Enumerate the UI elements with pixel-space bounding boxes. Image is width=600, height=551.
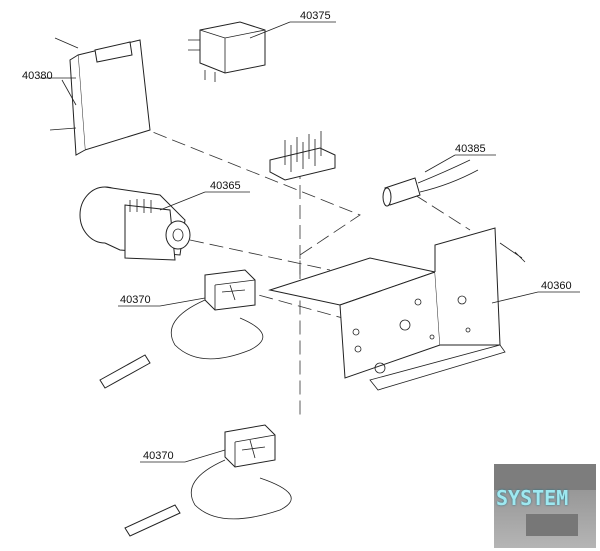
label-40370-upper: 40370 xyxy=(120,294,151,306)
label-40360: 40360 xyxy=(541,280,572,292)
label-40370-lower: 40370 xyxy=(143,450,174,462)
part-terminal-block xyxy=(269,131,336,181)
logo-top-band xyxy=(494,464,596,490)
label-40380: 40380 xyxy=(22,70,53,82)
logo-text: SYSTEM xyxy=(496,486,569,510)
part-40380-control-box xyxy=(40,37,151,156)
part-40360-bracket xyxy=(268,227,580,391)
part-40365-motor xyxy=(79,186,250,261)
assembly-lines xyxy=(134,124,471,420)
part-40370-thermostat-upper xyxy=(99,269,264,389)
part-40375-relay xyxy=(188,21,336,82)
system4u-logo: SYSTEM xyxy=(494,464,596,548)
label-40375: 40375 xyxy=(300,10,331,22)
logo-u-shape xyxy=(526,514,578,536)
part-40385-capacitor xyxy=(382,154,496,207)
part-40370-thermostat-lower xyxy=(124,424,292,537)
label-40385: 40385 xyxy=(455,143,486,155)
label-40365: 40365 xyxy=(210,180,241,192)
